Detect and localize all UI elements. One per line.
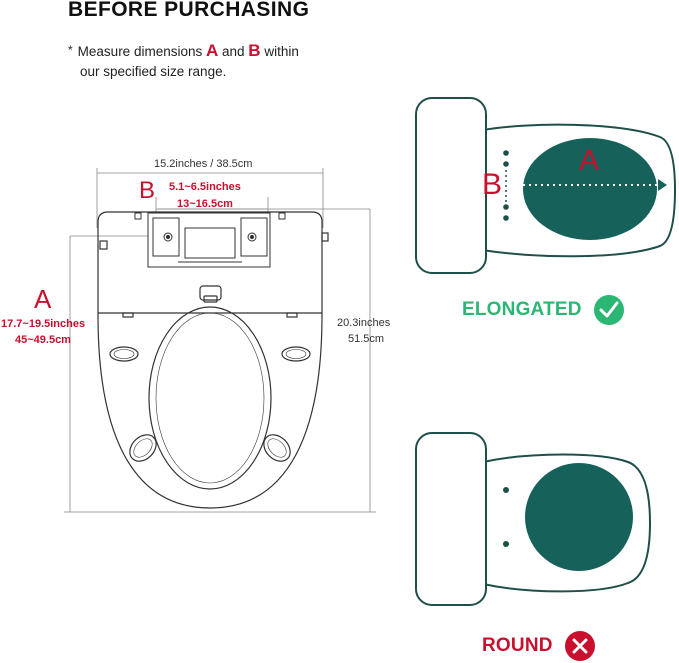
round-illustration <box>415 432 652 606</box>
dimension-b-cm: 13~16.5cm <box>177 198 233 210</box>
elongated-letter-b: B <box>482 168 503 201</box>
elongated-label: ELONGATED <box>462 299 582 320</box>
dimension-b-inches: 5.1~6.5inches <box>169 181 241 193</box>
note-bullet: * <box>68 43 73 57</box>
note-letter-b: B <box>248 41 261 60</box>
round-label: ROUND <box>482 635 553 656</box>
note-text-and: and <box>218 44 249 59</box>
instruction-note: * Measure dimensions A and B within our s… <box>68 40 368 82</box>
dimension-a-cm: 45~49.5cm <box>15 334 71 346</box>
mounting-bracket <box>134 212 286 268</box>
height-cm-label: 51.5cm <box>348 333 385 345</box>
page-title: BEFORE PURCHASING <box>68 0 310 21</box>
note-letter-a: A <box>205 41 219 60</box>
toilet-seat-outline <box>97 211 329 509</box>
dimension-b-letter: B <box>139 177 156 204</box>
check-circle-icon <box>594 295 624 325</box>
dimension-a-letter: A <box>34 284 52 314</box>
elongated-letter-a: A <box>579 144 600 177</box>
note-text-part1: Measure dimensions <box>77 44 206 59</box>
x-circle-icon <box>565 631 595 661</box>
width-label: 15.2inches / 38.5cm <box>154 158 253 170</box>
elongated-illustration <box>415 97 677 274</box>
dimension-a-inches: 17.7~19.5inches <box>1 318 86 330</box>
note-text-part2: within <box>260 44 299 59</box>
note-text-line2: our specified size range. <box>80 64 227 79</box>
height-inches-label: 20.3inches <box>337 317 391 329</box>
seat-dimension-lines <box>64 168 376 513</box>
